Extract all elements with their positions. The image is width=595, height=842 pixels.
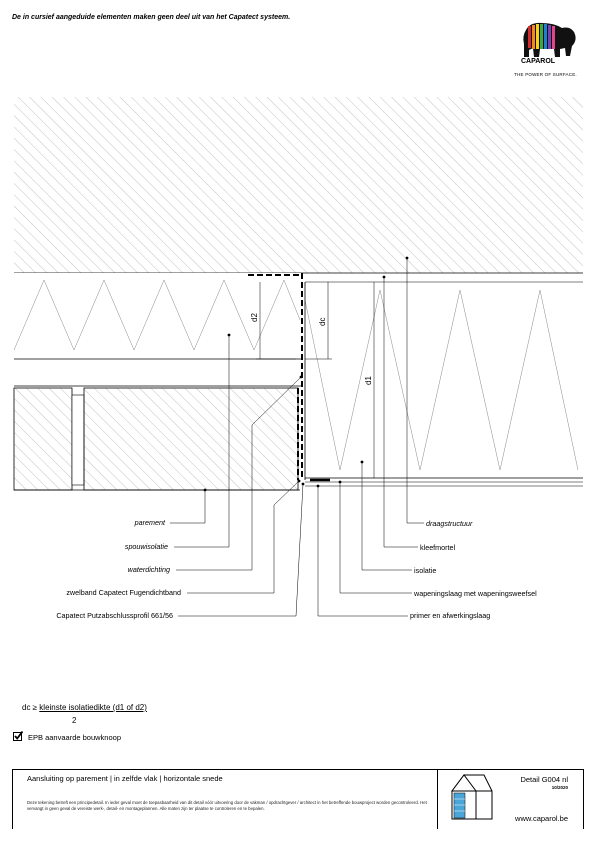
formula: dc ≥ kleinste isolatiedikte (d1 of d2) (22, 703, 147, 712)
spouwisolatie-zone (14, 273, 302, 359)
formula-denominator: 2 (72, 716, 77, 725)
detail-date: 10/2020 (551, 785, 568, 790)
footer-disclaimer: Deze tekening betreft een principedetail… (27, 800, 427, 811)
formula-lhs: dc ≥ (22, 703, 38, 712)
checkbox-checked-icon (13, 731, 23, 741)
footer-divider-right (583, 769, 584, 829)
footer-title: Aansluiting op parement | in zelfde vlak… (27, 774, 223, 783)
parement-hatch-left (13, 387, 73, 491)
dim-dc: dc (318, 318, 327, 326)
label-wapeningslaag: wapeningslaag met wapeningsweefsel (414, 589, 537, 598)
parement-hatch-right (83, 387, 299, 491)
label-parement: parement (134, 518, 165, 527)
isolatie-zigzag (304, 289, 579, 471)
label-draagstructuur: draagstructuur (426, 519, 473, 528)
label-isolatie: isolatie (414, 566, 437, 575)
label-zwelband: zwelband Capatect Fugendichtband (66, 588, 181, 597)
brand-name: CAPAROL (520, 58, 556, 65)
label-primer: primer en afwerkingslaag (410, 611, 491, 620)
draagstructuur-hatch (14, 97, 583, 273)
label-waterdichting: waterdichting (127, 565, 170, 574)
label-putzabschlussprofil: Capatect Putzabschlussprofil 661/56 (56, 611, 173, 620)
footer-divider-left (12, 769, 13, 829)
house-icon (451, 774, 493, 820)
detail-code: Detail G004 nl (520, 775, 568, 784)
brand-tagline: THE POWER OF SURFACE. (514, 72, 577, 77)
caparol-elephant-logo (523, 22, 576, 57)
dim-d2: d2 (250, 313, 259, 322)
parement-joint (71, 394, 85, 486)
spouwisolatie-zigzag (13, 279, 301, 351)
header-note: De in cursief aangeduide elementen maken… (12, 14, 291, 21)
label-spouwisolatie: spouwisolatie (124, 542, 168, 551)
website-link[interactable]: www.caparol.be (515, 814, 568, 823)
formula-numerator: kleinste isolatiedikte (d1 of d2) (39, 703, 147, 712)
footer-divider-top (12, 769, 584, 770)
label-kleefmortel: kleefmortel (420, 543, 456, 552)
footer-divider-middle (437, 769, 438, 829)
dim-d1: d1 (364, 376, 373, 385)
epb-label: EPB aanvaarde bouwknoop (28, 733, 121, 742)
